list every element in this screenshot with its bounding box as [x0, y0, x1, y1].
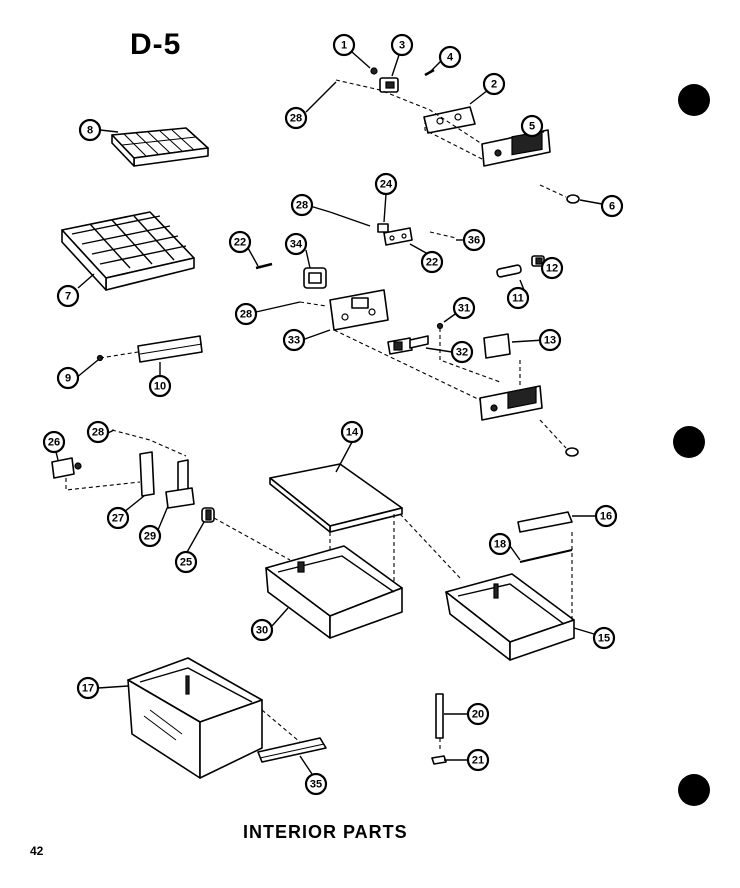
callout-label: 4	[447, 52, 454, 64]
callout-label: 22	[426, 257, 438, 269]
callout-18: 18	[490, 534, 510, 554]
part-crisper-drawer-left	[266, 546, 402, 638]
page-number: 42	[30, 844, 43, 858]
callout-35: 35	[306, 774, 326, 794]
callout-label: 28	[92, 427, 104, 439]
callout-31: 31	[454, 298, 474, 318]
callout-15: 15	[594, 628, 614, 648]
callout-22: 22	[230, 232, 250, 252]
binder-hole-bottom	[678, 774, 710, 806]
callout-label: 3	[399, 40, 405, 52]
callout-29: 29	[140, 526, 160, 546]
callout-20: 20	[468, 704, 488, 724]
callout-28: 28	[88, 422, 108, 442]
callout-27: 27	[108, 508, 128, 528]
callout-30: 30	[252, 620, 272, 640]
callout-label: 18	[494, 539, 506, 551]
callout-6: 6	[602, 196, 622, 216]
callout-label: 31	[458, 303, 470, 315]
callout-label: 12	[546, 263, 558, 275]
callout-10: 10	[150, 376, 170, 396]
part-drawer-trim-strips	[518, 512, 572, 562]
callout-25: 25	[176, 552, 196, 572]
callout-label: 28	[296, 200, 308, 212]
callout-2: 2	[484, 74, 504, 94]
callout-26: 26	[44, 432, 64, 452]
diagram-caption: INTERIOR PARTS	[243, 822, 408, 843]
callout-label: 35	[310, 779, 322, 791]
callout-1: 1	[334, 35, 354, 55]
callout-label: 13	[544, 335, 556, 347]
callout-28: 28	[292, 195, 312, 215]
callout-13: 13	[540, 330, 560, 350]
callout-22: 22	[422, 252, 442, 272]
binder-hole-middle	[673, 426, 705, 458]
callout-label: 2	[491, 79, 497, 91]
callout-label: 24	[380, 179, 393, 191]
callout-34: 34	[286, 234, 306, 254]
callout-label: 15	[598, 633, 610, 645]
callout-21: 21	[468, 750, 488, 770]
callout-17: 17	[78, 678, 98, 698]
part-shelf-trim-upper	[98, 336, 203, 362]
callout-label: 33	[288, 335, 300, 347]
part-bin-trim	[258, 738, 326, 762]
part-crisper-drawer-right	[446, 532, 574, 660]
callout-14: 14	[342, 422, 362, 442]
callout-label: 16	[600, 511, 612, 523]
callout-label: 21	[472, 755, 484, 767]
part-divided-shelf	[62, 212, 194, 290]
callout-label: 25	[180, 557, 192, 569]
callout-label: 6	[609, 201, 615, 213]
callout-32: 32	[452, 342, 472, 362]
callout-label: 29	[144, 531, 156, 543]
callout-3: 3	[392, 35, 412, 55]
callout-33: 33	[284, 330, 304, 350]
callout-label: 28	[240, 309, 252, 321]
callout-28: 28	[236, 304, 256, 324]
part-crisper-bracket	[52, 430, 290, 560]
callout-11: 11	[508, 288, 528, 308]
callout-label: 8	[87, 125, 93, 137]
callout-label: 1	[341, 40, 347, 52]
part-upper-control-housing	[336, 68, 579, 203]
part-egg-tray	[112, 128, 208, 166]
callout-7: 7	[58, 286, 78, 306]
callout-label: 22	[234, 237, 246, 249]
callout-label: 28	[290, 113, 302, 125]
callout-4: 4	[440, 47, 460, 67]
callout-8: 8	[80, 120, 100, 140]
callout-24: 24	[376, 174, 396, 194]
callout-label: 27	[112, 513, 124, 525]
part-support-rod	[432, 694, 446, 764]
callout-label: 30	[256, 625, 268, 637]
callout-12: 12	[542, 258, 562, 278]
callout-5: 5	[522, 116, 542, 136]
callout-label: 32	[456, 347, 468, 359]
callout-label: 7	[65, 291, 71, 303]
callout-28: 28	[286, 108, 306, 128]
binder-hole-top	[678, 84, 710, 116]
callout-36: 36	[464, 230, 484, 250]
callout-label: 17	[82, 683, 94, 695]
callout-16: 16	[596, 506, 616, 526]
callout-label: 5	[529, 121, 535, 133]
callout-label: 36	[468, 235, 480, 247]
callout-label: 11	[512, 293, 524, 305]
callout-label: 34	[290, 239, 303, 251]
callout-label: 14	[346, 427, 359, 439]
callout-label: 9	[65, 373, 71, 385]
callout-label: 26	[48, 437, 60, 449]
callout-9: 9	[58, 368, 78, 388]
callout-label: 10	[154, 381, 166, 393]
callout-label: 20	[472, 709, 484, 721]
